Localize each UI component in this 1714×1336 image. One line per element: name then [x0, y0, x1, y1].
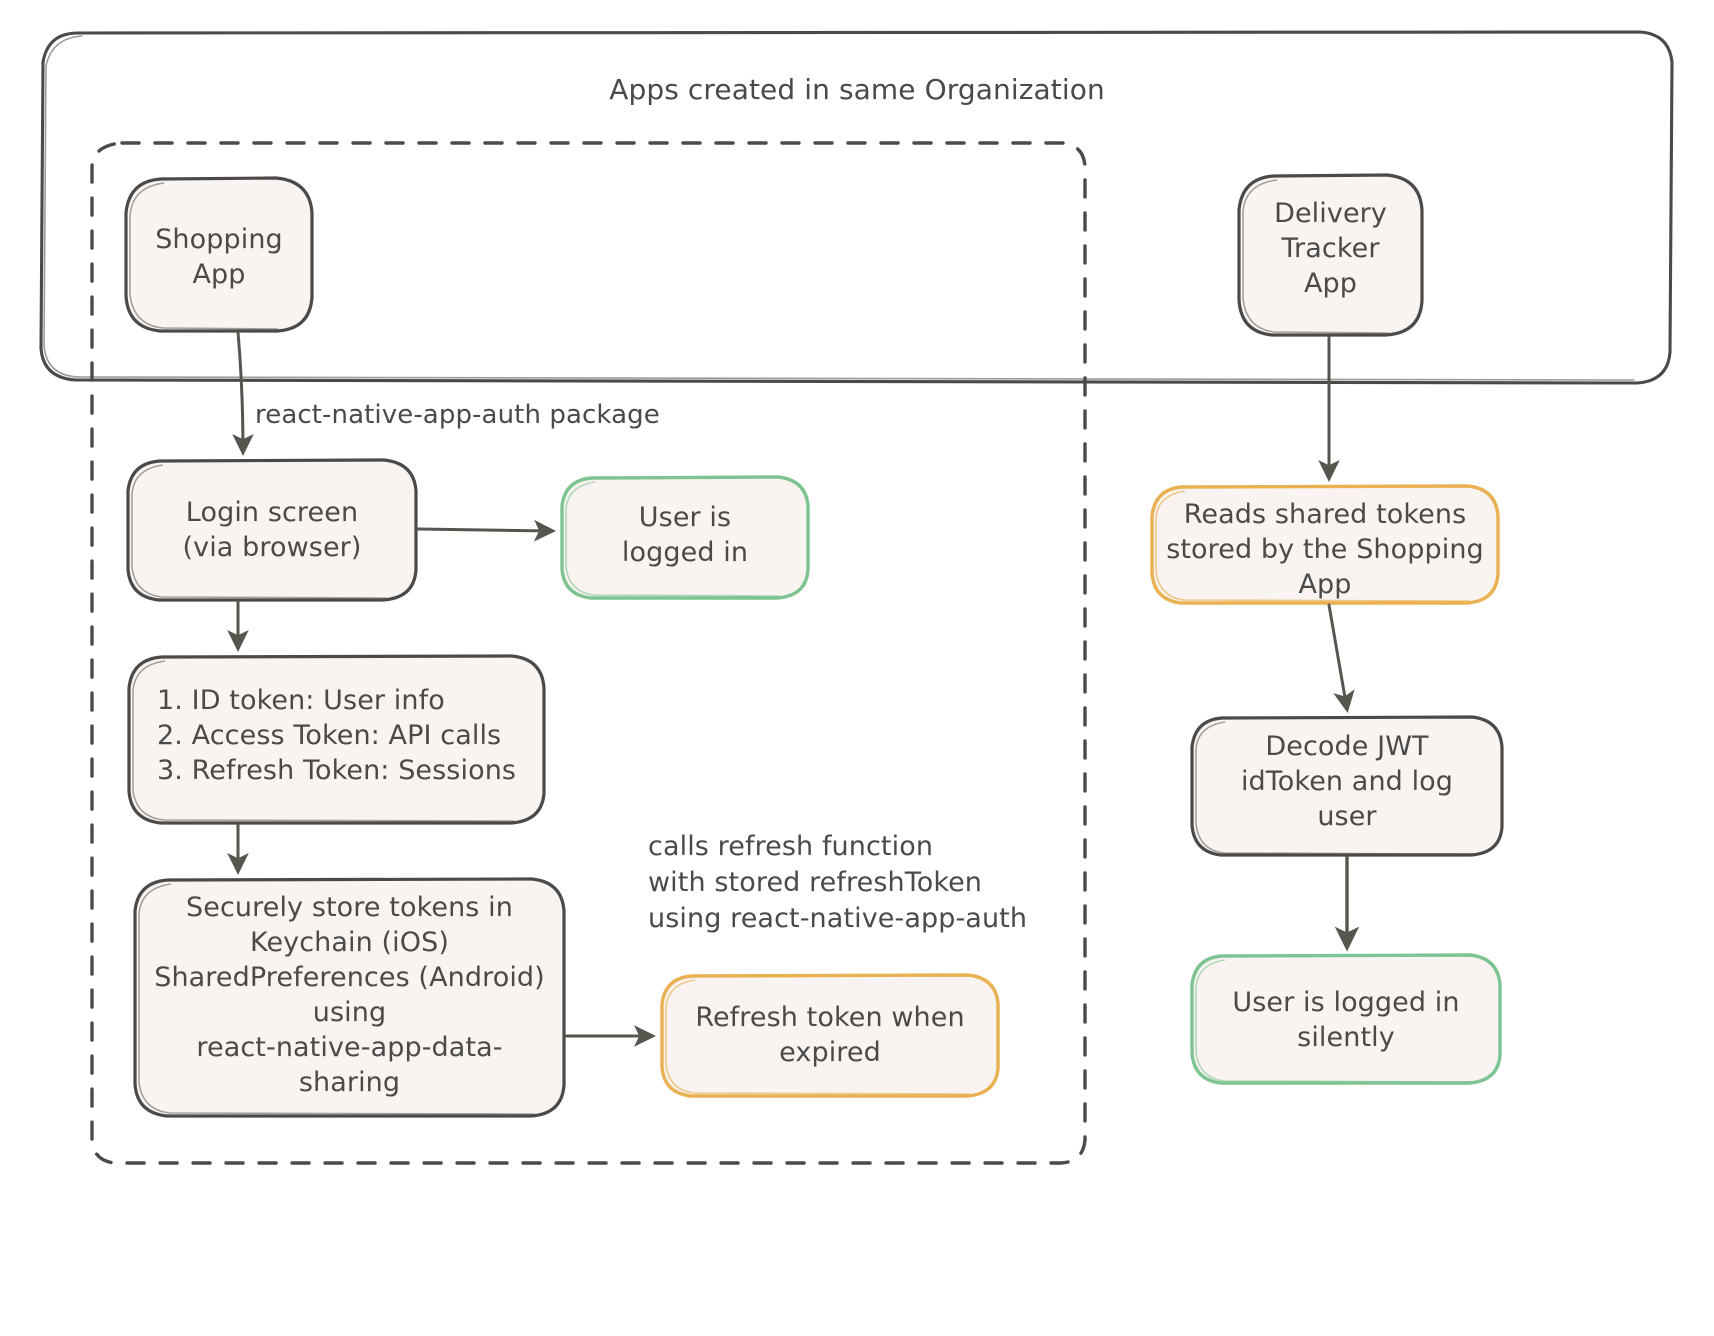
- node-decode-jwt[interactable]: [1192, 717, 1502, 855]
- node-user-logged-in[interactable]: [562, 477, 808, 598]
- node-label-refresh-token-expired[interactable]: Refresh token when expired: [695, 1002, 965, 1069]
- node-tokens-list[interactable]: [129, 656, 544, 823]
- node-label-decode-jwt[interactable]: Decode JWT idToken and log user: [1240, 731, 1454, 833]
- free-text-refresh-note: calls refresh function with stored refre…: [648, 831, 1028, 935]
- node-label-user-logged-in[interactable]: User is logged in: [621, 502, 749, 569]
- node-label-user-logged-in-silently[interactable]: User is logged in silently: [1232, 987, 1460, 1054]
- node-login-screen[interactable]: [128, 460, 416, 600]
- node-reads-shared-tokens[interactable]: [1152, 486, 1498, 603]
- node-refresh-token-expired[interactable]: [662, 975, 998, 1096]
- node-label-shopping-app[interactable]: Shopping App: [155, 224, 283, 291]
- edge-login-to-userloggedin: [416, 519, 556, 542]
- node-label-securely-store-tokens[interactable]: Securely store tokens in Keychain (iOS) …: [154, 892, 545, 1099]
- edge-label-react-native-app-auth: react-native-app-auth package: [255, 400, 660, 430]
- node-user-logged-in-silently[interactable]: [1192, 955, 1500, 1083]
- edge-reads-to-decode: [1327, 603, 1355, 713]
- edge-shopping-to-login: [232, 330, 254, 456]
- node-delivery-tracker-app[interactable]: [1239, 175, 1422, 335]
- node-label-reads-shared-tokens[interactable]: Reads shared tokens stored by the Shoppi…: [1166, 499, 1484, 601]
- node-shopping-app[interactable]: [126, 178, 312, 331]
- node-securely-store-tokens[interactable]: [135, 879, 564, 1116]
- node-label-delivery-tracker-app[interactable]: Delivery Tracker App: [1274, 198, 1387, 300]
- node-label-tokens-list[interactable]: 1. ID token: User info 2. Access Token: …: [157, 685, 517, 787]
- org-boundary-title: Apps created in same Organization: [609, 73, 1105, 106]
- node-label-login-screen[interactable]: Login screen (via browser): [182, 497, 362, 564]
